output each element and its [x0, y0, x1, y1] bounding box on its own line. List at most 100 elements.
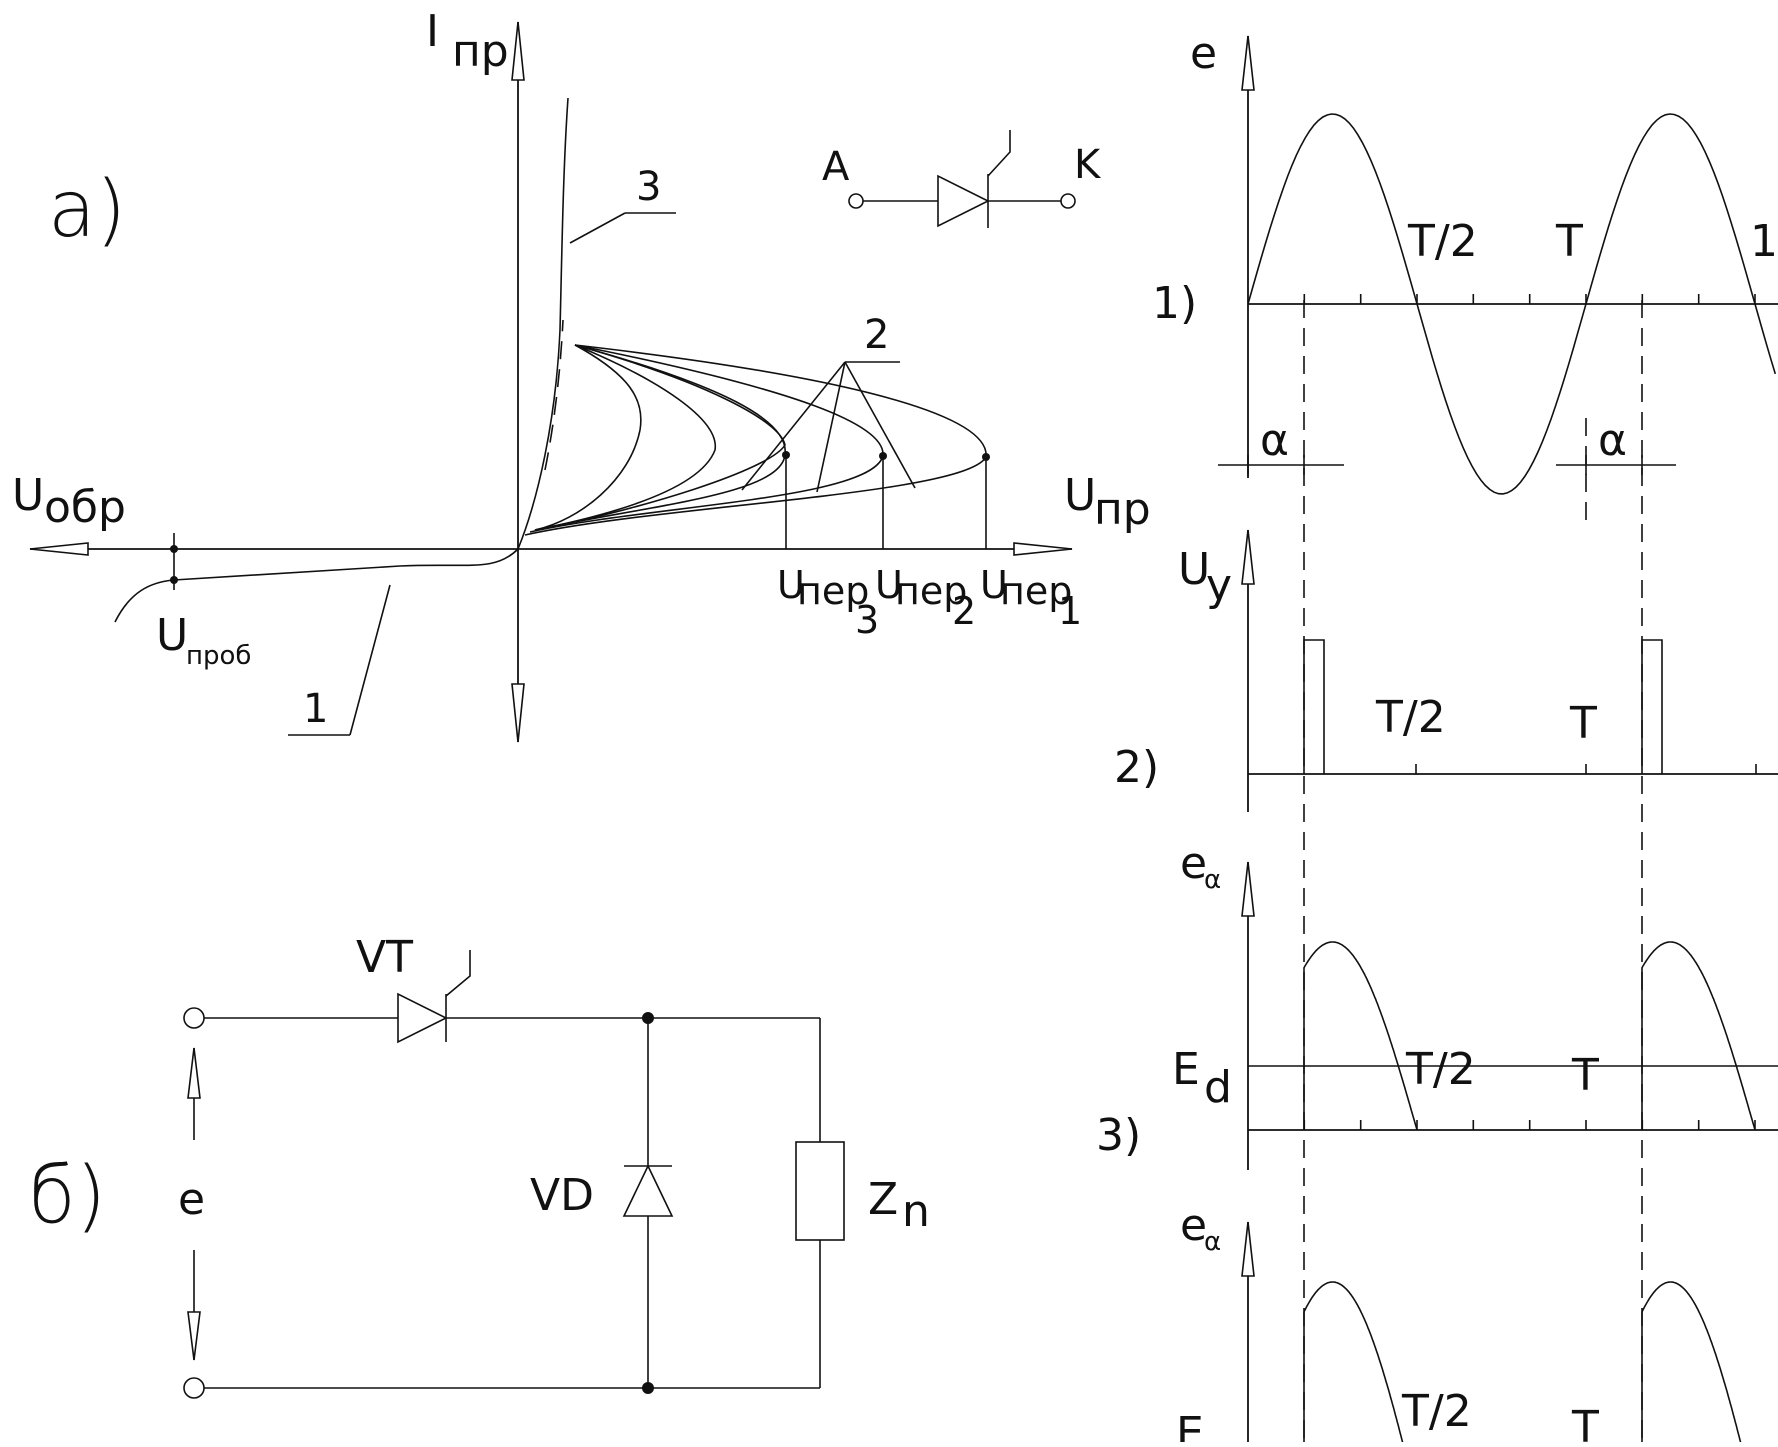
ed-label-2: E	[1176, 1408, 1204, 1442]
forward-curve-g4	[534, 344, 716, 531]
ea2-segment-1	[1303, 1281, 1405, 1447]
ea-segment-2	[1641, 941, 1756, 1131]
ea-label-2: e	[1180, 1200, 1207, 1251]
forward-curve-g3	[534, 344, 786, 531]
gate-pulse-2	[1641, 639, 1663, 774]
uy-label: U	[1178, 544, 1210, 595]
half-period-1: T/2	[1407, 216, 1478, 267]
ea-sub-2: α	[1204, 1227, 1221, 1257]
u-per1-label: U	[980, 563, 1008, 607]
u-per2-label: U	[875, 563, 903, 607]
ea-axis-1-arrow-icon	[1241, 861, 1255, 917]
vd-triangle	[622, 1164, 674, 1217]
period-1: T	[1555, 216, 1583, 267]
source-down-arrow-icon	[187, 1311, 201, 1361]
leader-3	[569, 212, 626, 244]
gate-lead	[987, 130, 1011, 177]
leader-2a	[741, 361, 846, 491]
panel-a-label: а)	[48, 165, 126, 255]
alpha-label-1: α	[1260, 415, 1289, 466]
axis-current-label: I	[426, 6, 439, 57]
ea-segment-1	[1303, 941, 1418, 1131]
plot-1-label: 1)	[1152, 278, 1197, 329]
rectifier-circuit: б) e VT VD Z n	[28, 932, 930, 1399]
period-4: T	[1571, 1402, 1599, 1442]
ea2-segment-2	[1641, 1281, 1743, 1447]
u-per2-sub: пер	[895, 569, 967, 613]
half-period-2: T/2	[1375, 692, 1446, 743]
switch-point-3	[782, 451, 790, 459]
leader-2b	[816, 361, 846, 493]
period-3: T	[1571, 1050, 1599, 1101]
reverse-arrow-icon	[29, 542, 89, 556]
forward-curve-gu3	[534, 344, 786, 531]
curve-2-label: 2	[864, 312, 889, 358]
uy-axis-arrow-icon	[1241, 529, 1255, 585]
u-per1-index: 1	[1058, 589, 1082, 633]
axis-forward-label: U	[1064, 470, 1096, 521]
waveforms: e 1) T/2 T 1 α α U y 2) T/2 T	[1096, 28, 1778, 1447]
switch-point-1	[982, 453, 990, 461]
ea-axis-2-arrow-icon	[1241, 1221, 1255, 1277]
uy-sub: y	[1206, 560, 1232, 611]
source-up-arrow-icon	[187, 1047, 201, 1099]
load-label: Z	[868, 1174, 898, 1225]
ed-sub-1: d	[1204, 1062, 1232, 1113]
half-period-4: T/2	[1401, 1386, 1472, 1437]
leader-2c	[844, 361, 916, 489]
u-per1-sub: пер	[1000, 569, 1072, 613]
e-label: e	[1190, 28, 1217, 79]
input-terminal-top	[183, 1007, 205, 1029]
u-per2-index: 2	[952, 589, 976, 633]
plot-3-label: 3)	[1096, 1110, 1141, 1161]
breakdown-dot-curve	[170, 576, 178, 584]
gate-pulse-1	[1303, 639, 1325, 774]
axis-forward-sub: пр	[1094, 484, 1151, 535]
period-2: T	[1569, 698, 1597, 749]
vd-label: VD	[530, 1170, 594, 1221]
load-resistor	[795, 1141, 845, 1241]
vt-gate	[445, 950, 471, 997]
ea-label-1: e	[1180, 838, 1207, 889]
ticks-3	[1303, 1120, 1756, 1130]
u-per3-sub: пер	[797, 569, 869, 613]
curve-1-label: 1	[303, 686, 328, 732]
forward-curve-g5	[534, 344, 642, 531]
e-axis-arrow-icon	[1241, 35, 1255, 91]
u-per3-label: U	[777, 563, 805, 607]
vt-label: VT	[356, 932, 413, 983]
breakdown-sub: проб	[186, 641, 251, 671]
axis-current-sub: пр	[452, 26, 509, 77]
half-period-3: T/2	[1405, 1044, 1476, 1095]
forward-arrow-icon	[1013, 542, 1073, 556]
input-terminal-bottom	[183, 1377, 205, 1399]
ea-sub-1: α	[1204, 865, 1221, 895]
plot-2-label: 2)	[1114, 742, 1159, 793]
dashed-on-state-curve	[544, 319, 564, 471]
load-sub: n	[902, 1186, 930, 1237]
forward-curve-gu1	[524, 344, 987, 536]
forward-curve-gu2	[529, 344, 884, 533]
leader-1	[349, 584, 391, 736]
junction-top	[642, 1012, 654, 1024]
alpha-label-2: α	[1598, 415, 1627, 466]
curve-3-label: 3	[636, 164, 661, 210]
one-label: 1	[1750, 216, 1778, 267]
thyristor-symbol: A K	[822, 130, 1102, 228]
breakdown-dot-axis	[170, 545, 178, 553]
current-down-arrow-icon	[511, 683, 525, 743]
switch-point-2	[879, 452, 887, 460]
panel-b-label: б)	[28, 1151, 106, 1241]
current-up-arrow-icon	[511, 21, 525, 81]
u-per3-index: 3	[855, 598, 879, 642]
cathode-terminal	[1060, 193, 1076, 209]
anode-label: A	[822, 144, 850, 190]
axis-reverse-sub: обр	[44, 482, 126, 533]
ed-label-1: E	[1172, 1044, 1200, 1095]
anode-terminal	[848, 193, 864, 209]
cathode-label: K	[1074, 142, 1102, 188]
breakdown-label: U	[156, 610, 188, 661]
vt-triangle	[397, 992, 448, 1044]
